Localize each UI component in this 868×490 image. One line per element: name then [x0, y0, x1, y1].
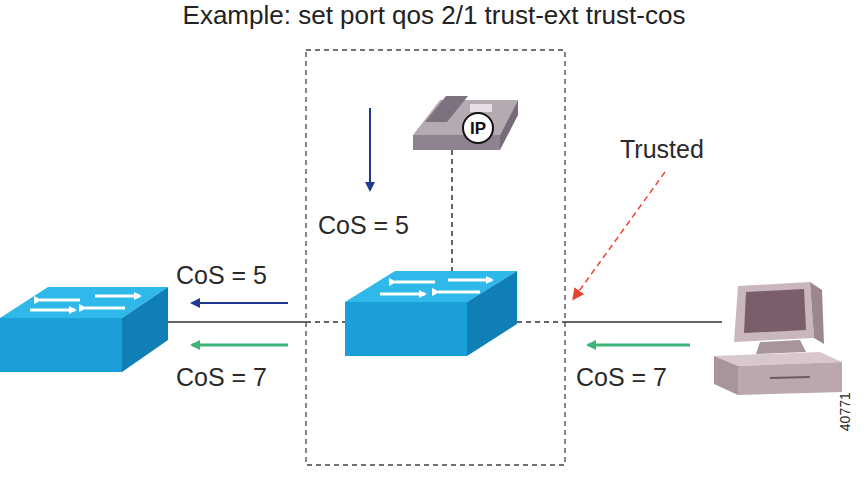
pc-front — [738, 362, 842, 395]
switch-front — [0, 318, 122, 372]
node-text: IP — [470, 120, 486, 137]
switch-arrow — [448, 279, 492, 282]
monitor-side — [810, 282, 824, 344]
flow-arrow — [588, 344, 690, 347]
trust-pointer — [574, 172, 665, 298]
switch-arrow — [380, 293, 425, 296]
phone-wire — [451, 150, 453, 272]
cos-label: CoS = 5 — [176, 262, 267, 290]
cos-label: CoS = 7 — [176, 364, 267, 392]
switch-side — [122, 287, 168, 372]
link-wire — [306, 321, 345, 323]
monitor-screen — [744, 289, 806, 333]
link-wire — [565, 321, 722, 323]
flow-arrow — [192, 344, 288, 347]
switch-icon — [0, 287, 168, 372]
link-wire — [517, 321, 565, 323]
switch-arrow — [95, 295, 140, 298]
ip-badge: IP — [462, 112, 494, 144]
monitor-case — [734, 282, 814, 342]
phone-display — [470, 104, 492, 112]
figure-number: 40771 — [838, 392, 853, 431]
switch-arrow — [85, 307, 125, 310]
ip-phone — [413, 96, 518, 150]
drive-slot — [770, 377, 810, 378]
switch-side — [467, 271, 517, 356]
monitor-stand — [756, 340, 806, 354]
cos-label: CoS = 7 — [576, 364, 667, 392]
phone-side — [500, 100, 518, 150]
dashed-boundary — [306, 50, 565, 465]
cos-label: CoS = 5 — [318, 212, 409, 240]
switch-arrow — [30, 309, 75, 312]
phone-handset — [425, 96, 468, 122]
flow-arrow — [192, 302, 288, 304]
switch-icon — [345, 271, 517, 356]
flow-arrow — [369, 108, 371, 190]
link-wire — [165, 321, 306, 323]
switch-arrow — [438, 291, 480, 294]
switch-arrow — [395, 281, 435, 284]
switch-front — [345, 302, 467, 356]
pc-left — [714, 356, 738, 395]
switch-arrow — [40, 299, 80, 302]
diagram-title: Example: set port qos 2/1 trust-ext trus… — [0, 0, 868, 31]
trust-label: Trusted — [620, 136, 704, 164]
pc-icon — [714, 282, 842, 395]
